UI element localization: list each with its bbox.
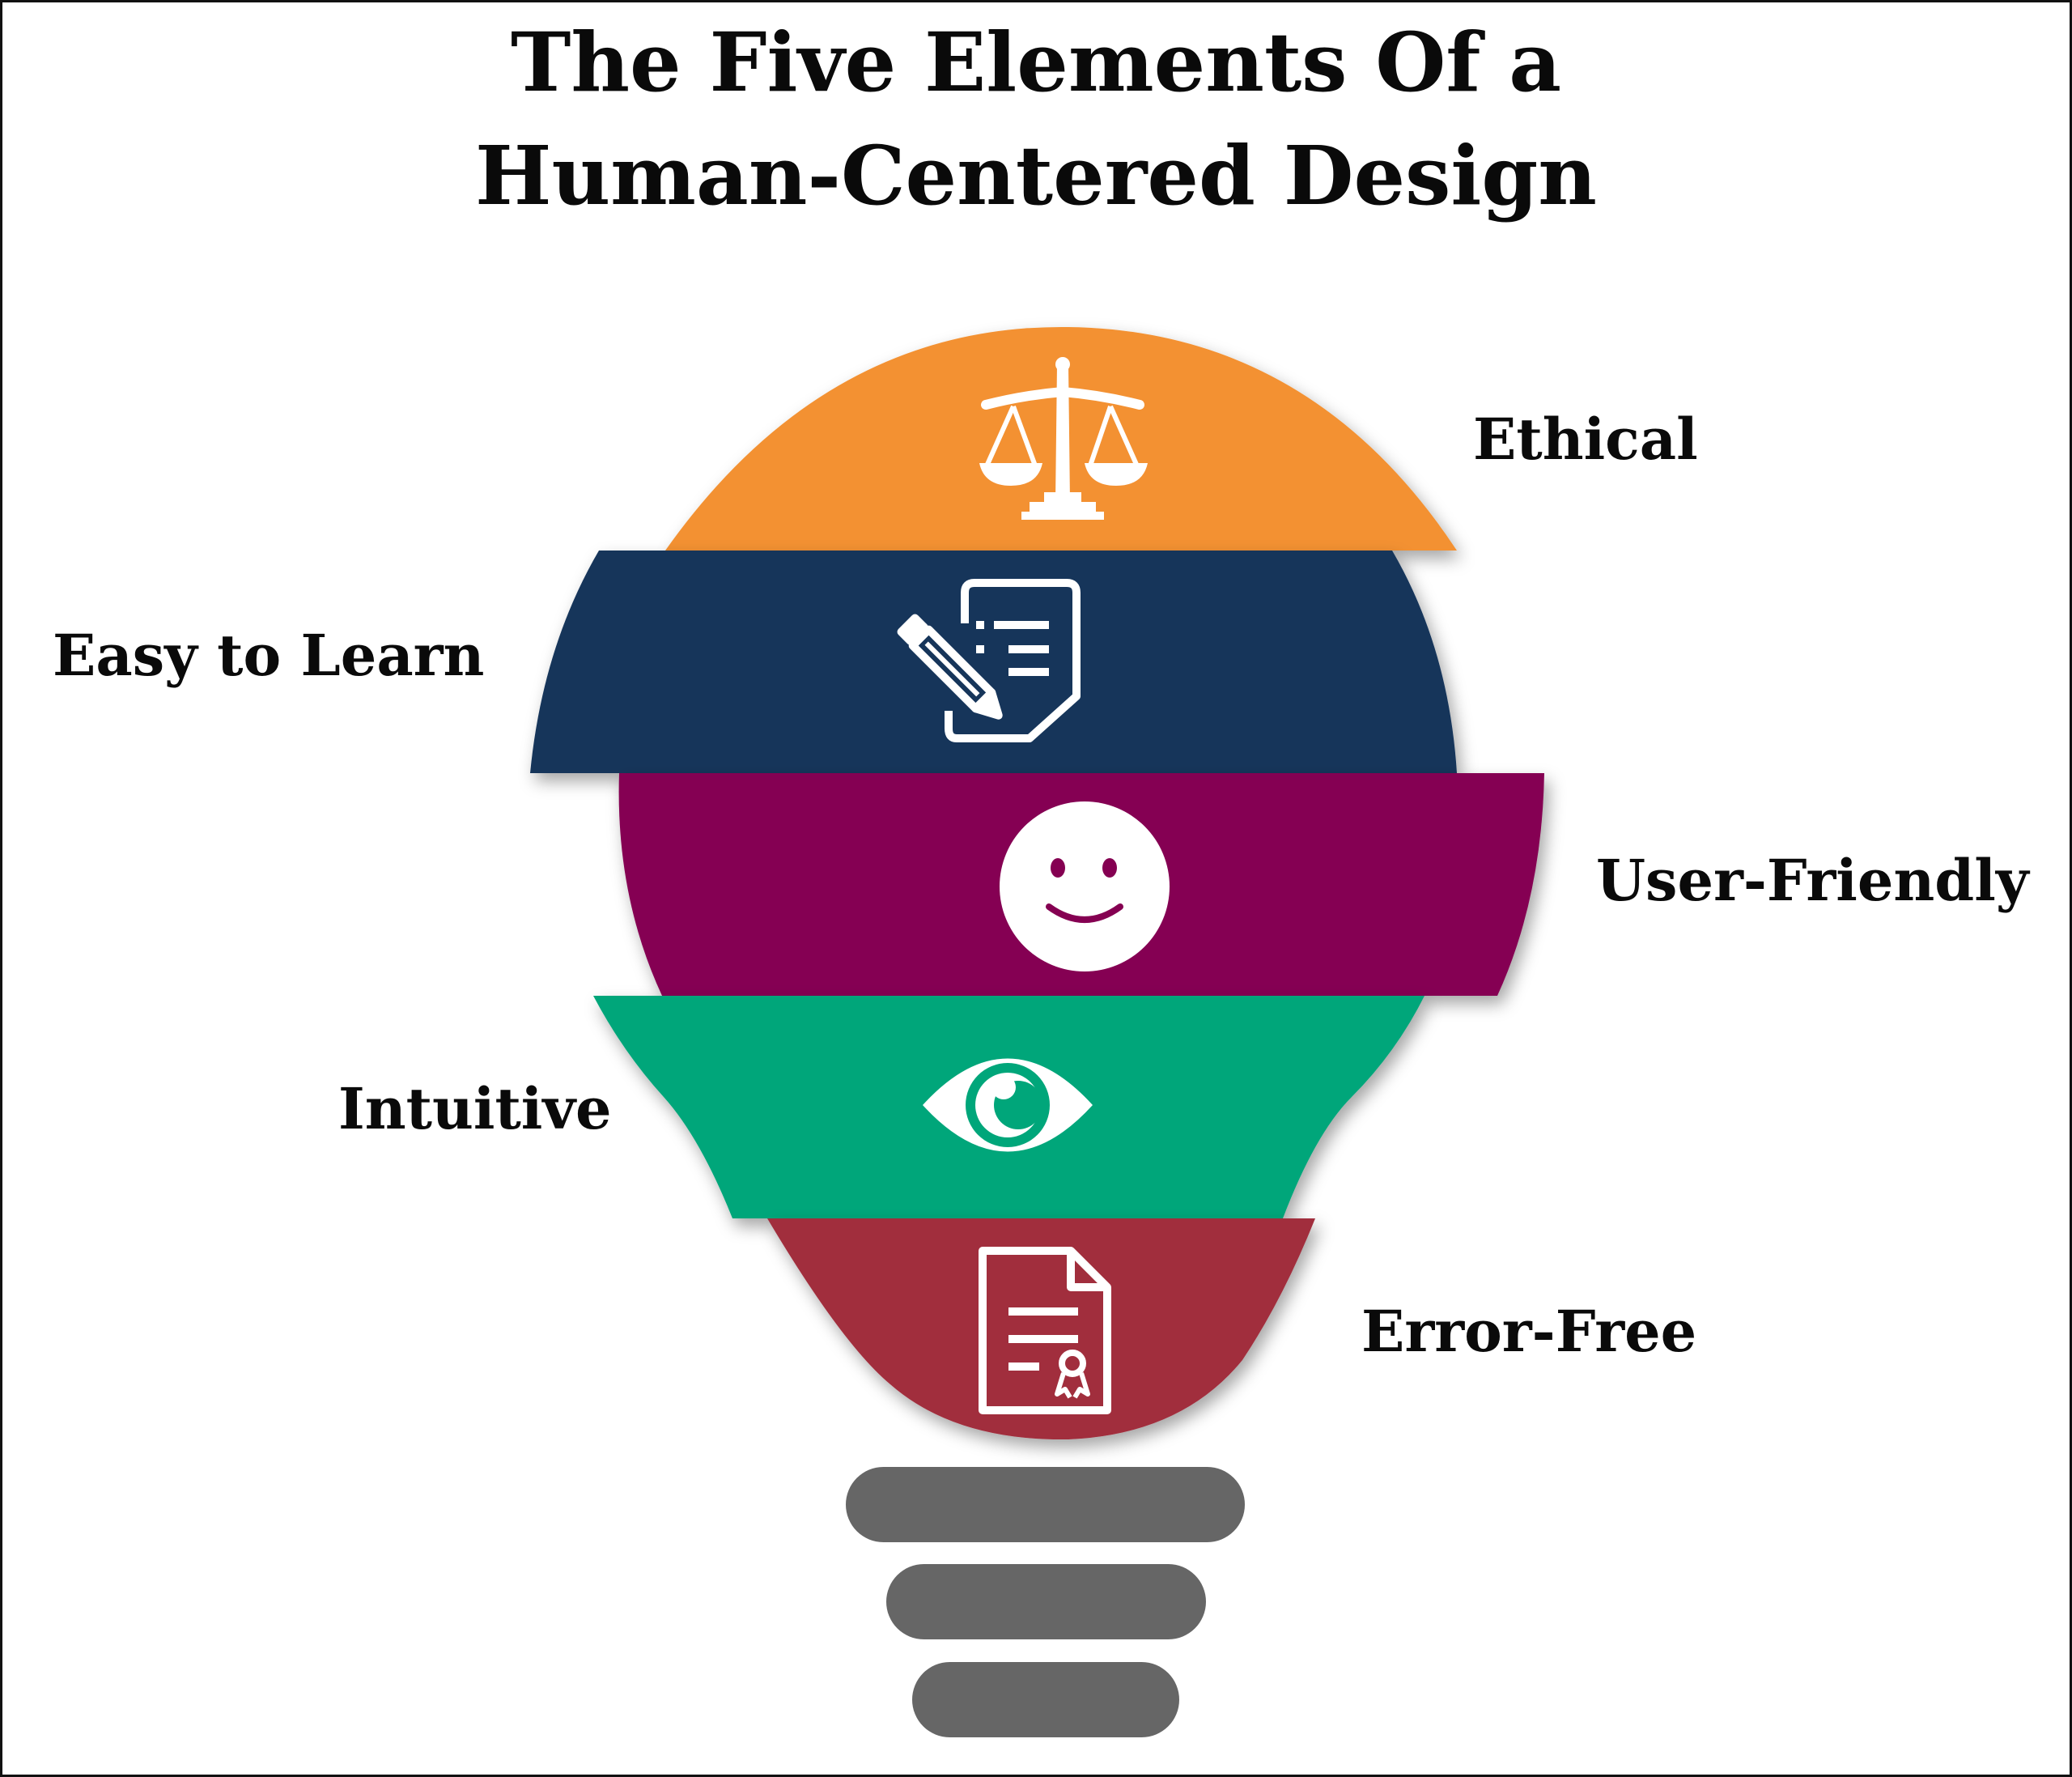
label-easy-to-learn: Easy to Learn	[53, 622, 485, 689]
document-pencil-icon	[897, 579, 1081, 742]
label-user-friendly: User-Friendly	[1596, 847, 2029, 914]
smiley-face-icon	[1000, 801, 1170, 971]
certificate-document-icon	[979, 1247, 1111, 1414]
bulb-base-icon	[846, 1467, 1245, 1737]
eye-icon	[923, 1058, 1093, 1152]
title-line-2: Human-Centered Design	[474, 128, 1598, 223]
segment-error-free	[767, 1218, 1315, 1440]
base-bar-1	[846, 1467, 1245, 1542]
title-line-1: The Five Elements Of a	[510, 15, 1562, 110]
scales-of-justice-icon	[979, 357, 1148, 520]
label-intuitive: Intuitive	[338, 1075, 612, 1142]
base-bar-2	[886, 1564, 1206, 1639]
segment-easy-to-learn	[530, 551, 1457, 773]
label-error-free: Error-Free	[1361, 1298, 1697, 1365]
base-bar-3	[912, 1662, 1179, 1737]
label-ethical: Ethical	[1473, 406, 1698, 473]
